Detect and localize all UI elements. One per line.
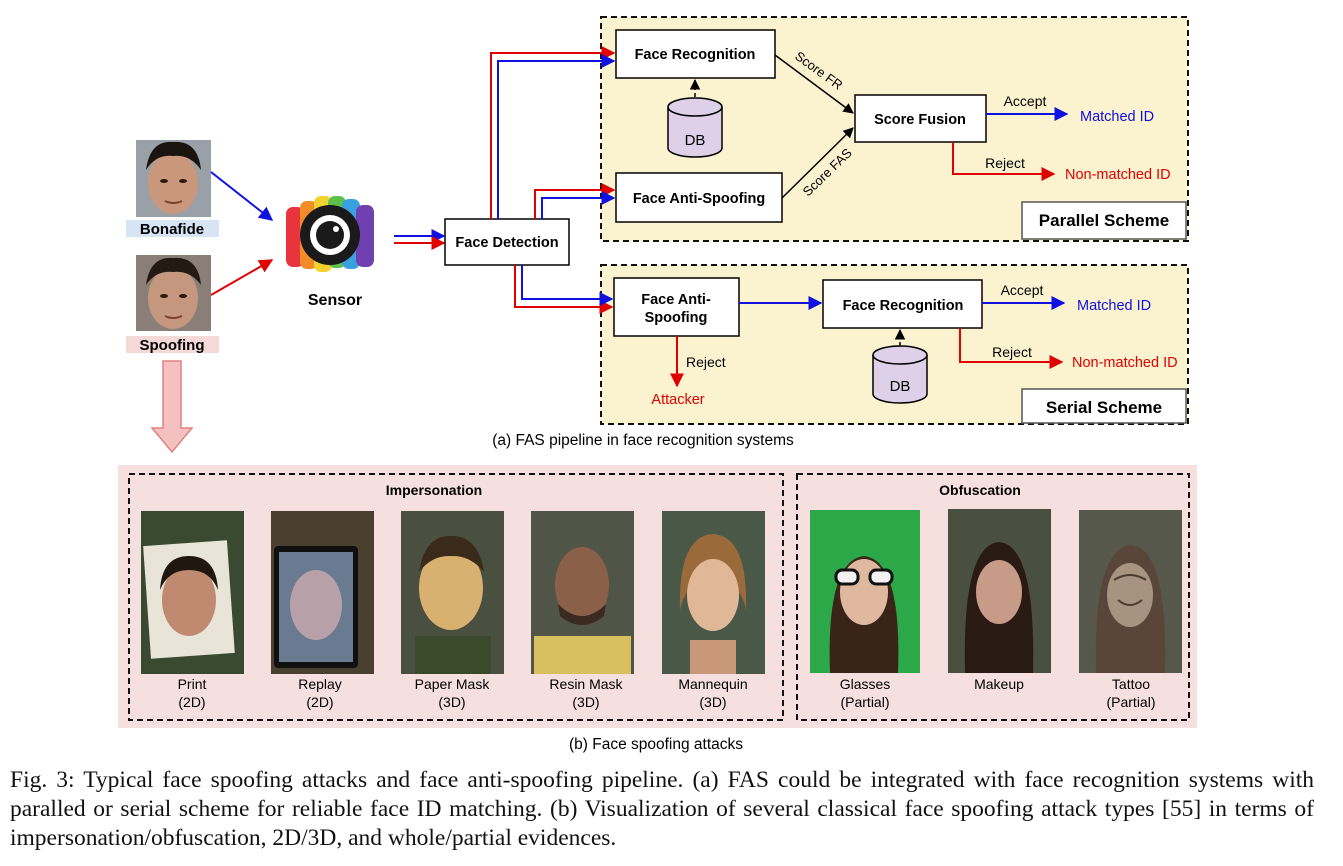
fd-to-serial-red [514, 265, 614, 314]
figure-caption: Fig. 3: Typical face spoofing attacks an… [10, 767, 1314, 851]
part-a-subcaption: (a) FAS pipeline in face recognition sys… [492, 432, 794, 449]
attack-name-glasses: Glasses [840, 676, 891, 692]
serial-db-label: DB [890, 378, 911, 395]
fr-to-fusion-arrow [774, 54, 854, 114]
camera-sensor-icon [286, 196, 374, 272]
attack-name-resin-mask: Resin Mask [549, 676, 623, 692]
parallel-scheme-label: Parallel Scheme [1039, 211, 1169, 230]
attack-kind-resin-mask: (3D) [572, 694, 599, 710]
score-fusion-label: Score Fusion [874, 112, 966, 128]
fd-to-fr-red [490, 46, 616, 219]
spoofing-face [136, 255, 211, 331]
parallel-fas-box [615, 172, 783, 223]
face-detection-label: Face Detection [455, 235, 558, 251]
part-b-subcaption: (b) Face spoofing attacks [569, 736, 743, 753]
spoofing-label-bg [126, 336, 219, 353]
attack-name-makeup: Makeup [974, 676, 1024, 692]
serial-fas-label-1: Face Anti- [641, 292, 711, 308]
fd-to-fr-blue [497, 54, 616, 219]
serial-fr-reject-label: Reject [992, 344, 1032, 360]
parallel-db-label: DB [685, 132, 706, 149]
serial-fr-reject-arrow [959, 328, 1064, 369]
parallel-scheme-tag [1021, 201, 1187, 240]
mannequin-attack-photo [662, 511, 765, 674]
attack-kind-glasses: (Partial) [840, 694, 889, 710]
fd-to-fas-blue [541, 191, 616, 219]
fd-to-fas-red [534, 183, 616, 219]
glasses-attack-photo [810, 510, 920, 673]
obfuscation-title: Obfuscation [939, 482, 1021, 498]
bonafide-label-bg [126, 220, 219, 237]
parallel-reject-label: Reject [985, 155, 1025, 171]
attack-kind-mannequin: (3D) [699, 694, 726, 710]
attack-name-replay: Replay [298, 676, 342, 692]
tattoo-attack-photo [1079, 510, 1182, 673]
score-fusion-box [854, 94, 987, 143]
down-arrow-icon [150, 360, 194, 454]
sensor-label: Sensor [308, 292, 362, 309]
parallel-face-recognition-label: Face Recognition [635, 47, 756, 63]
attack-name-mannequin: Mannequin [678, 676, 747, 692]
serial-matched-id: Matched ID [1077, 298, 1151, 314]
parallel-db-icon [667, 97, 723, 158]
serial-non-matched-id: Non-matched ID [1072, 355, 1178, 371]
serial-fas-reject-label: Reject [686, 354, 726, 370]
serial-face-recognition-box [822, 279, 983, 329]
bonafide-label: Bonafide [140, 221, 204, 238]
serial-fas-label-2: Spoofing [645, 310, 708, 326]
obfuscation-group [796, 473, 1190, 721]
bonafide-face [136, 140, 211, 217]
parallel-non-matched-id: Non-matched ID [1065, 167, 1171, 183]
face-detection-box [444, 218, 570, 266]
serial-scheme-label: Serial Scheme [1046, 398, 1162, 417]
serial-scheme-tag [1021, 388, 1187, 424]
attack-name-paper-mask: Paper Mask [415, 676, 491, 692]
parallel-matched-id: Matched ID [1080, 109, 1154, 125]
parallel-accept-label: Accept [1004, 93, 1047, 109]
attack-name-print: Print [178, 676, 207, 692]
spoofing-to-sensor-arrow [210, 259, 274, 296]
replay-attack-photo [271, 511, 374, 674]
parallel-face-recognition-box [615, 29, 776, 79]
spoofing-label: Spoofing [140, 337, 205, 354]
attack-name-tattoo: Tattoo [1112, 676, 1150, 692]
attack-kind-tattoo: (Partial) [1106, 694, 1155, 710]
attack-kind-replay: (2D) [306, 694, 333, 710]
attacker-label: Attacker [651, 392, 704, 408]
attack-kind-paper-mask: (3D) [438, 694, 465, 710]
print-attack-photo [141, 511, 244, 674]
parallel-fas-label: Face Anti-Spoofing [633, 191, 765, 207]
resin-mask-attack-photo [531, 511, 634, 674]
bonafide-to-sensor-arrow [210, 171, 274, 221]
parallel-reject-arrow [952, 142, 1056, 181]
fas-to-fusion-arrow [781, 127, 854, 199]
attack-kind-print: (2D) [178, 694, 205, 710]
makeup-attack-photo [948, 509, 1051, 673]
serial-db-icon [872, 345, 928, 404]
paper-mask-attack-photo [401, 511, 504, 674]
serial-accept-label: Accept [1001, 282, 1044, 298]
impersonation-title: Impersonation [386, 482, 482, 498]
serial-face-recognition-label: Face Recognition [843, 298, 964, 314]
fd-to-serial-blue [521, 265, 614, 306]
